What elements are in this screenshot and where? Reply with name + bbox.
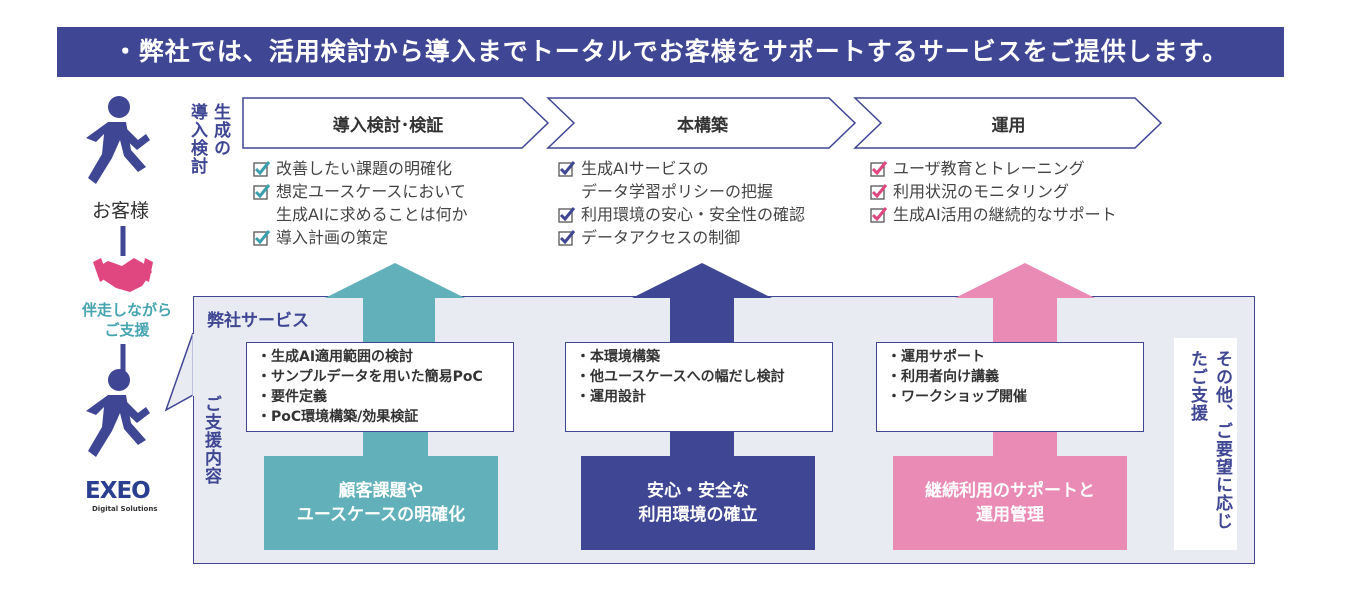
- checklist-stage-3: ユーザ教育とトレーニング 利用状況のモニタリング 生成AI活用の継続的なサポート: [870, 157, 1117, 226]
- handshake-icon: [93, 258, 153, 292]
- service-item: ・要件定義: [257, 389, 327, 405]
- up-arrow-teal-head: [325, 263, 465, 298]
- base-box-3: 継続利用のサポートと 運用管理: [893, 456, 1127, 550]
- checkbox-checked-icon: [253, 230, 271, 246]
- customer-label: お客様: [92, 200, 150, 222]
- check-text-continued: データ学習ポリシーの把握: [581, 182, 774, 201]
- stage-label-2: 本構築: [677, 116, 728, 136]
- panel-notch: [164, 332, 194, 412]
- check-text: 利用環境の安心・安全性の確認: [581, 205, 806, 224]
- other-support-box: [1174, 338, 1237, 550]
- genai-vertical-label: 生成の: [210, 103, 230, 157]
- stage-chevron-2: [546, 97, 857, 149]
- base-box-2: 安心・安全な 利用環境の確立: [581, 456, 815, 550]
- panel-title: 弊社サービス: [207, 311, 309, 331]
- check-text: 改善したい課題の明確化: [276, 159, 453, 178]
- checkbox-checked-icon: [558, 161, 576, 177]
- up-arrow-navy-head: [632, 263, 772, 298]
- check-item: 利用環境の安心・安全性の確認: [558, 203, 805, 226]
- support-content-vertical-label: ご支援内容: [201, 395, 221, 485]
- exeo-logo: EXEO: [85, 478, 151, 504]
- check-text: データアクセスの制御: [581, 228, 741, 247]
- intro-vertical-label: 導入検討: [187, 103, 207, 175]
- stage-chevron-1: [242, 97, 550, 149]
- base-text: 継続利用のサポートと: [925, 481, 1095, 501]
- staff-running-icon: [86, 369, 150, 457]
- check-text: 生成AI活用の継続的なサポート: [893, 205, 1117, 224]
- base-text: 利用環境の確立: [638, 505, 758, 525]
- base-text: 顧客課題や: [338, 481, 424, 501]
- service-item: ・生成AI適用範囲の検討: [257, 349, 414, 365]
- checkbox-checked-icon: [870, 207, 888, 223]
- service-item: ・ワークショップ開催: [887, 389, 1027, 405]
- checkbox-checked-icon: [558, 207, 576, 223]
- service-item: ・PoC環境構築/効果検証: [257, 409, 419, 425]
- stage-label-3: 運用: [991, 116, 1026, 136]
- service-item: ・他ユースケースへの幅だし検討: [576, 369, 785, 385]
- checklist-stage-2: 生成AIサービスの データ学習ポリシーの把握 利用環境の安心・安全性の確認 デー…: [558, 157, 805, 249]
- other-support-text: その他、ご要望に応じたご支援: [1187, 350, 1232, 530]
- service-box-3: ・運用サポート ・利用者向け講義 ・ワークショップ開催: [876, 342, 1144, 432]
- check-item: 生成AIサービスの: [558, 157, 805, 180]
- base-text: ユースケースの明確化: [296, 505, 466, 525]
- check-text: 導入計画の策定: [276, 228, 389, 247]
- support-label: 伴走しながら ご支援: [62, 300, 192, 340]
- service-item: ・運用サポート: [887, 349, 985, 365]
- customer-running-icon: [86, 96, 150, 184]
- up-arrow-pink-head: [955, 263, 1095, 298]
- check-text: 利用状況のモニタリング: [893, 182, 1070, 201]
- check-item: 生成AI活用の継続的なサポート: [870, 203, 1117, 226]
- service-item: ・運用設計: [576, 389, 646, 405]
- stage-label-1: 導入検討･検証: [332, 116, 444, 136]
- checkbox-checked-icon: [870, 184, 888, 200]
- support-label-line: 伴走しながら: [81, 301, 172, 319]
- service-item: ・サンプルデータを用いた簡易PoC: [257, 369, 483, 385]
- checkbox-checked-icon: [253, 184, 271, 200]
- base-text: 安心・安全な: [647, 481, 749, 501]
- checkbox-checked-icon: [253, 161, 271, 177]
- check-item: ユーザ教育とトレーニング: [870, 157, 1117, 180]
- header-banner: ・弊社では、活用検討から導入までトータルでお客様をサポートするサービスをご提供し…: [57, 27, 1284, 77]
- support-label-line: ご支援: [104, 321, 150, 339]
- check-text: 生成AIサービスの: [581, 159, 709, 178]
- base-text: 運用管理: [976, 505, 1044, 525]
- check-text: ユーザ教育とトレーニング: [893, 159, 1085, 178]
- service-box-2: ・本環境構築 ・他ユースケースへの幅だし検討 ・運用設計: [565, 342, 833, 432]
- check-item: 想定ユースケースにおいて: [253, 180, 468, 203]
- check-item: 利用状況のモニタリング: [870, 180, 1117, 203]
- check-item: 導入計画の策定: [253, 226, 468, 249]
- base-box-1: 顧客課題や ユースケースの明確化: [264, 456, 498, 550]
- check-text: 想定ユースケースにおいて: [276, 182, 466, 201]
- service-box-1: ・生成AI適用範囲の検討 ・サンプルデータを用いた簡易PoC ・要件定義 ・Po…: [246, 342, 514, 432]
- check-item: 改善したい課題の明確化: [253, 157, 468, 180]
- check-text-continued: 生成AIに求めることは何か: [276, 205, 468, 224]
- service-item: ・本環境構築: [576, 349, 660, 365]
- checkbox-checked-icon: [558, 230, 576, 246]
- checklist-stage-1: 改善したい課題の明確化 想定ユースケースにおいて 生成AIに求めることは何か 導…: [253, 157, 468, 249]
- service-item: ・利用者向け講義: [887, 369, 999, 385]
- checkbox-checked-icon: [870, 161, 888, 177]
- exeo-logo-subtitle: Digital Solutions: [92, 505, 158, 513]
- stage-chevron-3: [853, 97, 1163, 149]
- check-item: データアクセスの制御: [558, 226, 805, 249]
